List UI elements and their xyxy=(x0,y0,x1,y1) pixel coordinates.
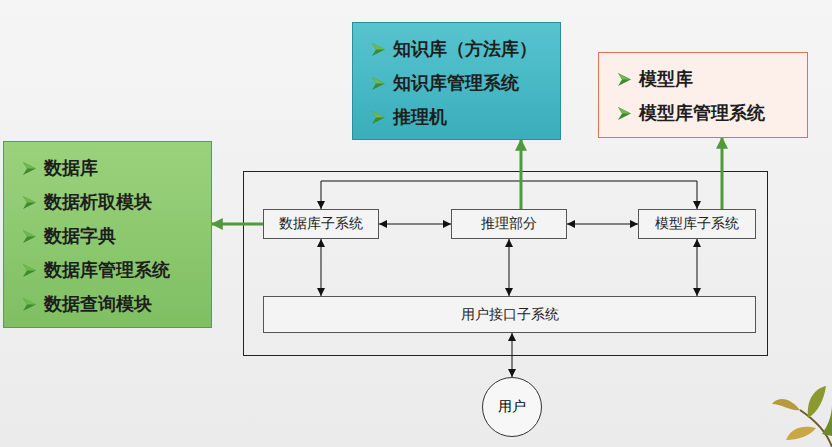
bullet-text: 知识库管理系统 xyxy=(393,71,519,95)
bullet-text: 模型库 xyxy=(639,67,693,91)
bullet-arrow xyxy=(371,42,386,57)
system-frame xyxy=(244,172,768,356)
user-circle: 用户 xyxy=(482,377,542,437)
bullet-arrow xyxy=(371,110,386,125)
data-flow-arrow xyxy=(379,224,451,225)
bullet-row: 数据库 xyxy=(22,151,203,185)
bullet-arrow xyxy=(22,263,37,278)
data-flow-arrow xyxy=(321,239,322,296)
bullet-text: 数据析取模块 xyxy=(44,190,152,214)
data-flow-arrow xyxy=(567,224,638,225)
box-label: 推理部分 xyxy=(481,215,537,233)
leaf-illustration xyxy=(772,386,832,447)
bullet-arrow xyxy=(22,195,37,210)
bullet-row: 数据字典 xyxy=(22,219,203,253)
bullet-text: 数据库管理系统 xyxy=(44,258,170,282)
bullet-arrow xyxy=(22,229,37,244)
knowledge-base-box: 知识库（方法库） 知识库管理系统推理机 xyxy=(352,22,561,140)
component-link-arrow xyxy=(721,138,724,209)
bullet-row: 数据库管理系统 xyxy=(22,253,203,287)
box-label: 数据库子系统 xyxy=(279,215,363,233)
bullet-text: 数据字典 xyxy=(44,224,116,248)
bullet-text: 数据库 xyxy=(44,156,98,180)
bullet-arrow xyxy=(22,161,37,176)
bullet-row: 模型库管理系统 xyxy=(617,96,799,130)
bullet-arrow xyxy=(617,72,632,87)
model-base-box: 模型库模型库管理系统 xyxy=(598,52,808,138)
data-flow-arrow xyxy=(509,239,510,296)
box-label: 用户接口子系统 xyxy=(461,306,559,324)
bullet-row: 数据析取模块 xyxy=(22,185,203,219)
user-interface-box: 用户接口子系统 xyxy=(263,296,756,333)
bullet-arrow xyxy=(617,106,632,121)
bullet-arrow xyxy=(371,76,386,91)
component-link-arrow xyxy=(212,223,263,226)
bullet-row: 数据查询模块 xyxy=(22,287,203,321)
bullet-text: 模型库管理系统 xyxy=(639,101,765,125)
box-label: 用户 xyxy=(498,398,526,416)
model-subsystem-box: 模型库子系统 xyxy=(638,209,756,239)
data-flow-arrow xyxy=(697,239,698,296)
data-flow-arrow xyxy=(512,333,513,377)
bullet-row: 知识库管理系统 xyxy=(371,66,552,100)
component-link-arrow xyxy=(520,140,523,209)
bullet-row: 推理机 xyxy=(371,100,552,134)
bullet-arrow xyxy=(22,297,37,312)
bullet-text: 知识库（方法库） xyxy=(393,37,537,61)
bullet-text: 数据查询模块 xyxy=(44,292,152,316)
data-base-box: 数据库数据析取模块数据字典数据库管理系统数据查询模块 xyxy=(3,141,212,328)
database-subsystem-box: 数据库子系统 xyxy=(263,209,379,239)
bullet-text: 推理机 xyxy=(393,105,447,129)
bullet-row: 知识库（方法库） xyxy=(371,32,552,66)
bullet-row: 模型库 xyxy=(617,62,799,96)
data-flow-arrow xyxy=(321,181,697,209)
inference-part-box: 推理部分 xyxy=(451,209,567,239)
box-label: 模型库子系统 xyxy=(655,215,739,233)
